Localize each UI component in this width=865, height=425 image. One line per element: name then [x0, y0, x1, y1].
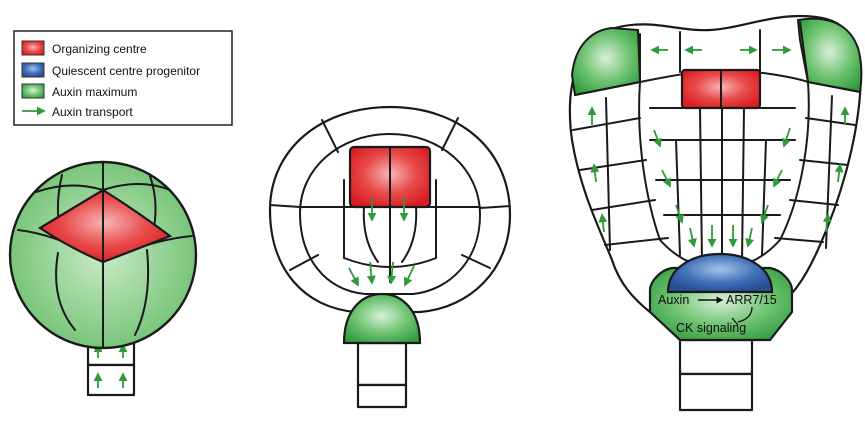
organizing-centre-swatch [22, 41, 44, 55]
suspensor-cell-lower [88, 365, 134, 395]
auxin-label: Auxin [658, 293, 689, 307]
legend-label-auxin-maximum: Auxin maximum [52, 85, 137, 99]
embryo-early [270, 107, 510, 407]
legend-label-organizing-centre: Organizing centre [52, 42, 147, 56]
quiescent-centre-swatch [22, 63, 44, 77]
legend-label-quiescent-centre: Quiescent centre progenitor [52, 64, 200, 78]
suspensor-cell [680, 374, 752, 410]
embryo-globular [10, 162, 196, 395]
legend: Organizing centre Quiescent centre proge… [14, 31, 232, 125]
auxin-maximum-swatch [22, 84, 44, 98]
embryo-heart: Auxin ARR7/15 CK signaling [570, 16, 861, 410]
legend-label-auxin-transport: Auxin transport [52, 105, 133, 119]
suspensor-cell [358, 343, 406, 385]
suspensor-cell [358, 385, 406, 407]
suspensor-cell [680, 340, 752, 374]
ck-signaling-label: CK signaling [676, 321, 746, 335]
arr-label: ARR7/15 [726, 293, 777, 307]
